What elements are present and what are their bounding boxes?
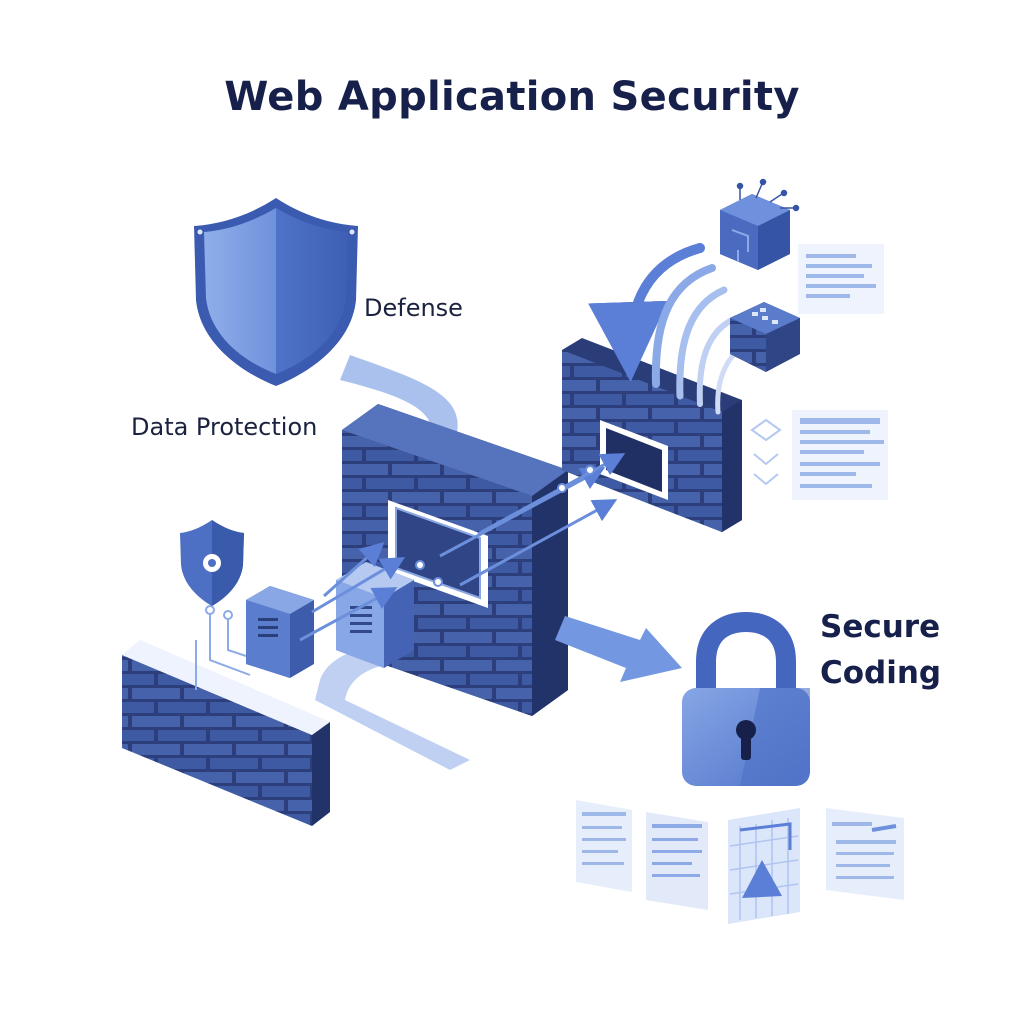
document-icon-5 (826, 808, 904, 900)
incoming-arrows (588, 243, 751, 415)
lock-icon (682, 611, 810, 786)
label-defense: Defense (364, 294, 463, 322)
node-dots (415, 465, 595, 587)
label-data-protection: Data Protection (131, 413, 318, 441)
label-secure-coding: Secure Coding (820, 604, 941, 696)
flow-ribbon-bottom (315, 640, 470, 770)
shield-icon (194, 198, 358, 386)
firewall-icon-front (122, 640, 330, 826)
server-icon-1 (246, 586, 314, 678)
firewall-icon-center (342, 404, 568, 716)
circuit-lines (195, 605, 271, 690)
document-icon-3 (576, 800, 632, 892)
flow-ribbon-top (340, 355, 458, 440)
diagram-board-icon (728, 808, 800, 924)
data-flow-arrows (299, 453, 626, 642)
page-title: Web Application Security (224, 74, 800, 120)
small-shield-icon (180, 520, 244, 606)
label-secure-coding-line1: Secure (820, 609, 941, 645)
document-icon-1 (798, 244, 884, 314)
document-icon-4 (646, 812, 708, 910)
label-secure-coding-line2: Coding (820, 655, 942, 691)
firewall-cube-icon (730, 302, 800, 372)
arrow-icon (555, 616, 682, 682)
chip-cube-icon (720, 178, 800, 270)
document-icon-2 (750, 410, 888, 500)
